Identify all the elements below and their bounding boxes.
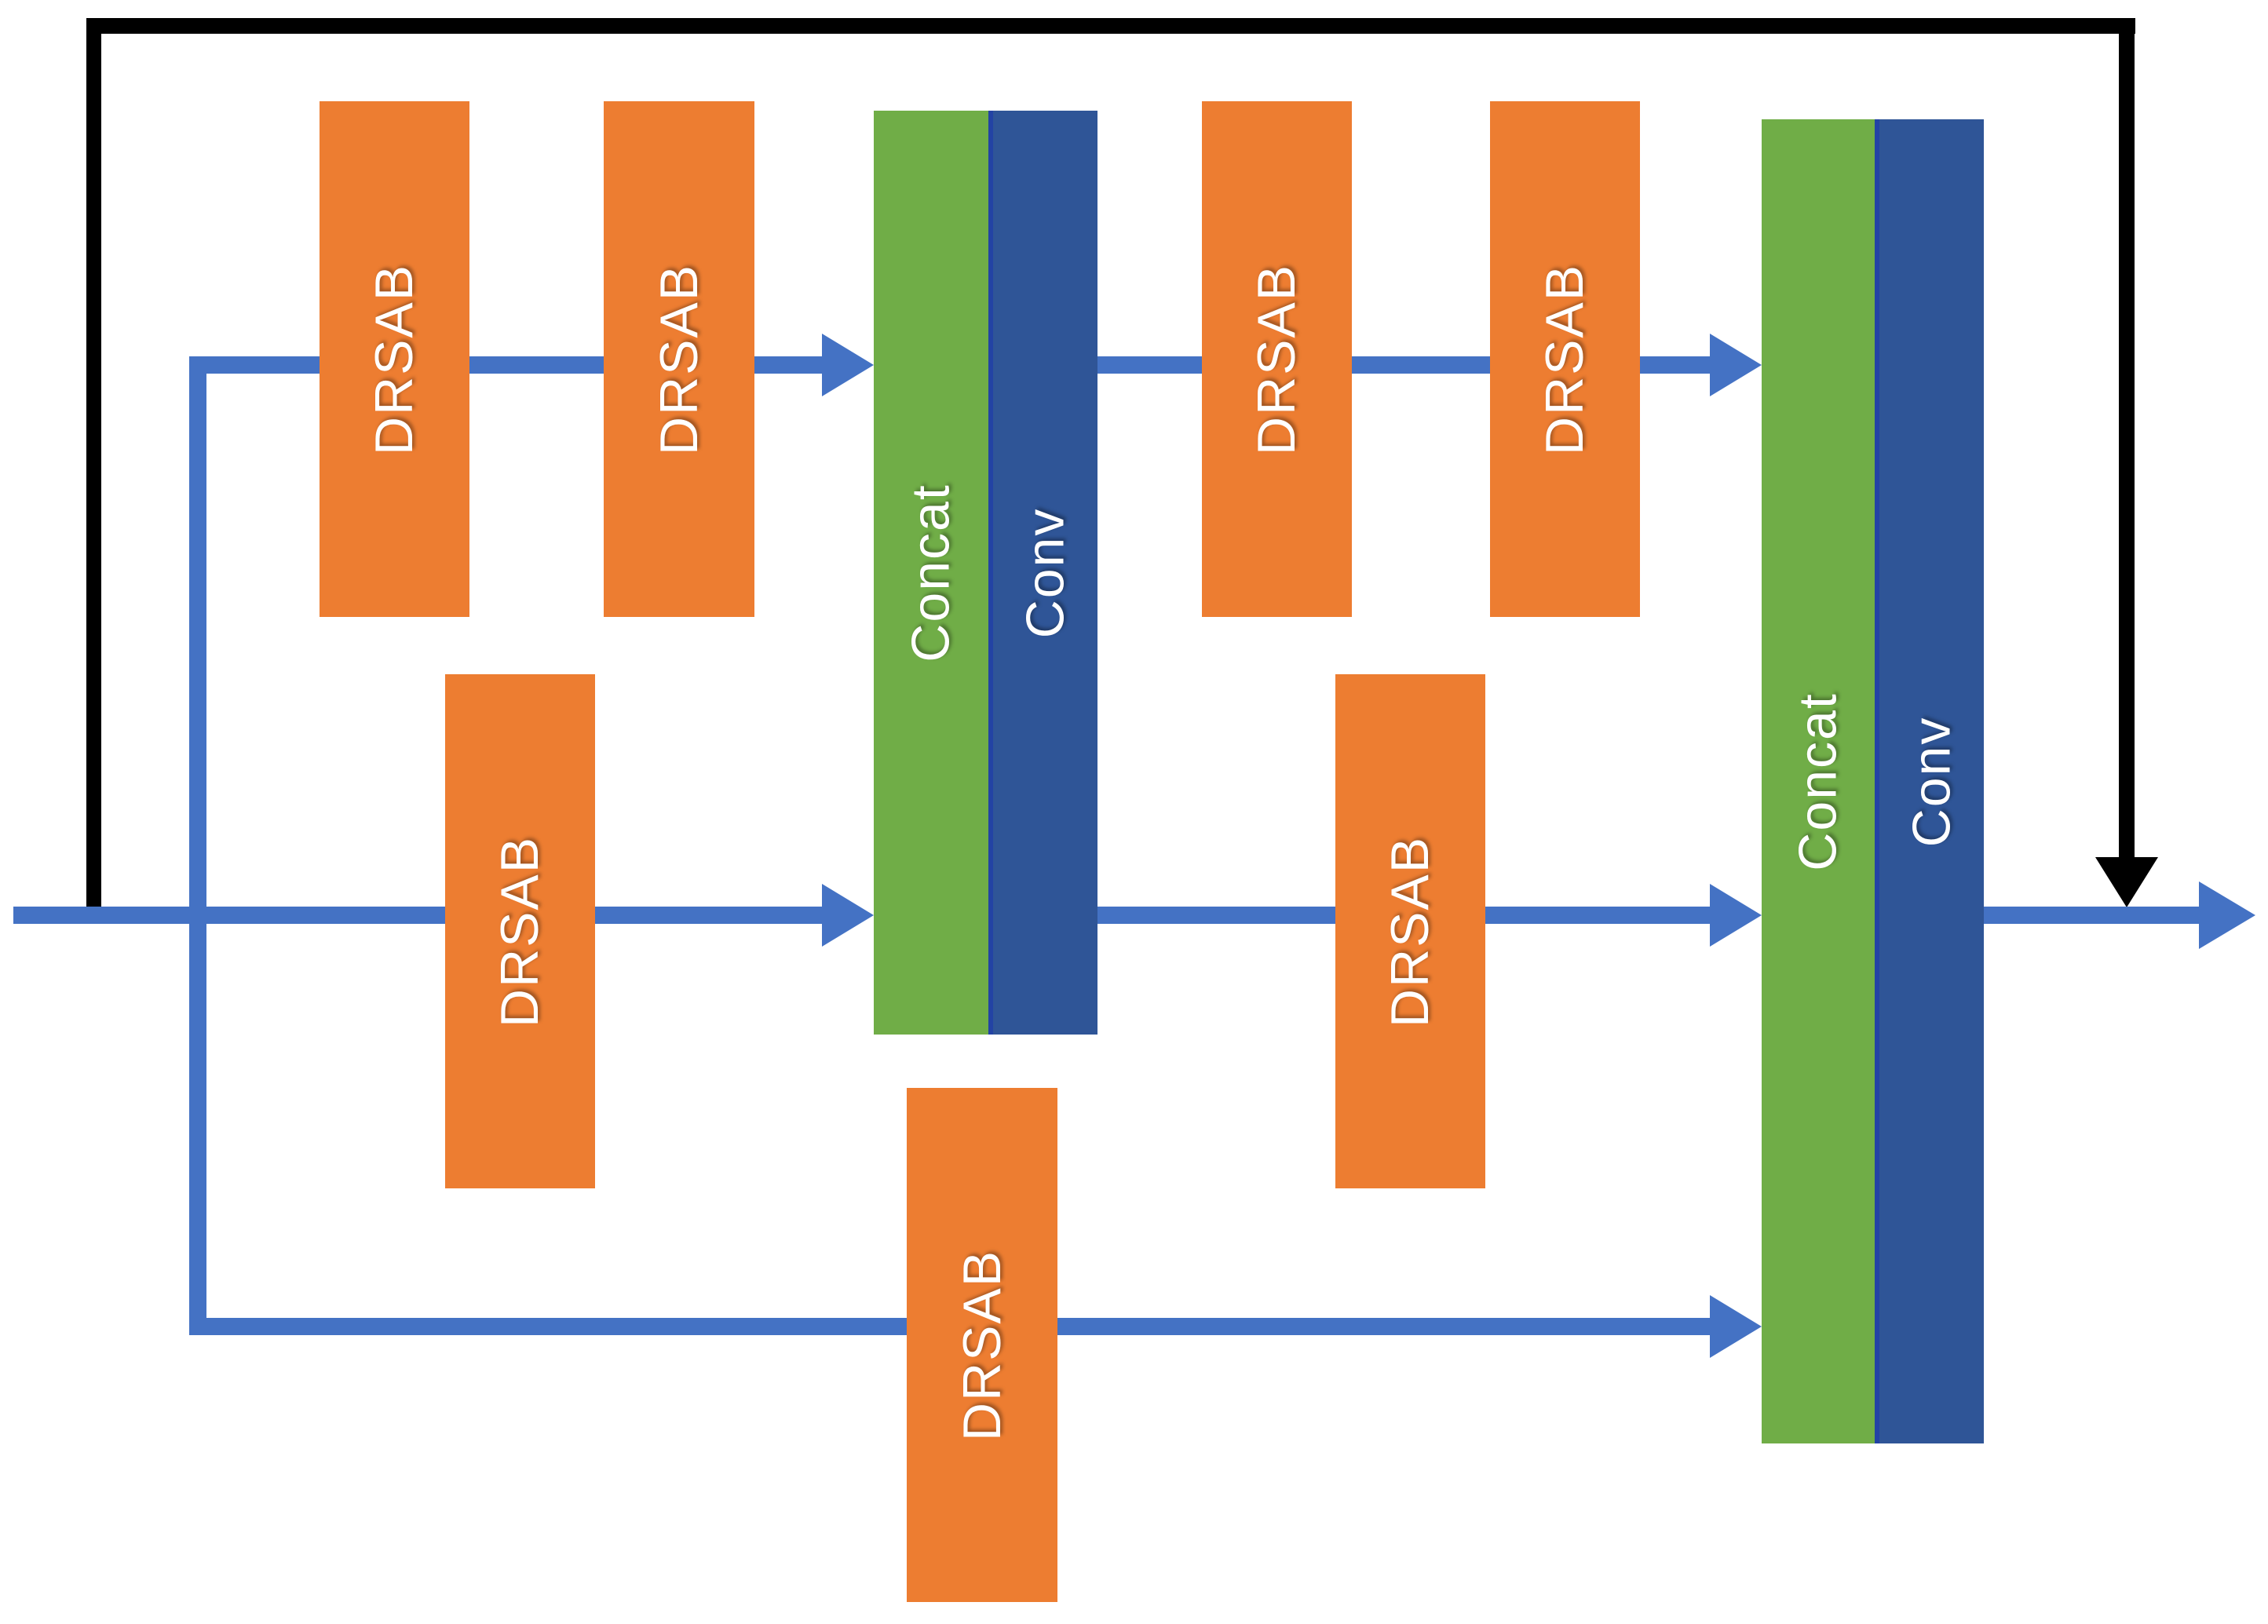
drsab-label: DRSAB: [952, 1249, 1012, 1441]
concat-label: Concat: [901, 483, 961, 662]
drsab-block-mid-2: DRSAB: [1335, 674, 1485, 1188]
drsab-label: DRSAB: [364, 263, 425, 455]
conv-block-2: Conv: [1875, 119, 1984, 1443]
drsab-block-top-1: DRSAB: [320, 101, 469, 617]
skip-connection-left-vertical: [86, 18, 101, 924]
right-arrowhead-icon: [1710, 334, 1762, 396]
output-arrowhead-icon: [2199, 881, 2255, 949]
right-arrowhead-icon: [822, 334, 874, 396]
concat-block-2: Concat: [1762, 119, 1875, 1443]
drsab-block-top-4: DRSAB: [1490, 101, 1640, 617]
drsab-label: DRSAB: [490, 835, 550, 1027]
right-arrowhead-icon: [1710, 1295, 1762, 1358]
drsab-block-top-2: DRSAB: [604, 101, 754, 617]
skip-connection-top-horizontal: [86, 18, 2135, 34]
right-arrowhead-icon: [822, 884, 874, 947]
drsab-block-mid-1: DRSAB: [445, 674, 595, 1188]
right-arrowhead-icon: [1710, 884, 1762, 947]
concat-label: Concat: [1788, 692, 1848, 871]
skip-connection-right-vertical: [2119, 18, 2135, 857]
drsab-label: DRSAB: [1380, 835, 1441, 1027]
output-line: [1984, 907, 2201, 924]
down-arrowhead-icon: [2095, 857, 2158, 907]
branch-vertical-line: [189, 356, 206, 1335]
drsab-label: DRSAB: [1535, 263, 1595, 455]
conv-block-1: Conv: [988, 111, 1097, 1035]
input-line-row2: [13, 907, 823, 924]
drsab-label: DRSAB: [649, 263, 709, 455]
conv-label: Conv: [1901, 716, 1962, 847]
drsab-block-top-3: DRSAB: [1202, 101, 1352, 617]
drsab-label: DRSAB: [1247, 263, 1307, 455]
drsab-block-bottom: DRSAB: [907, 1088, 1057, 1602]
conv-label: Conv: [1015, 507, 1076, 638]
concat-block-1: Concat: [874, 111, 988, 1035]
